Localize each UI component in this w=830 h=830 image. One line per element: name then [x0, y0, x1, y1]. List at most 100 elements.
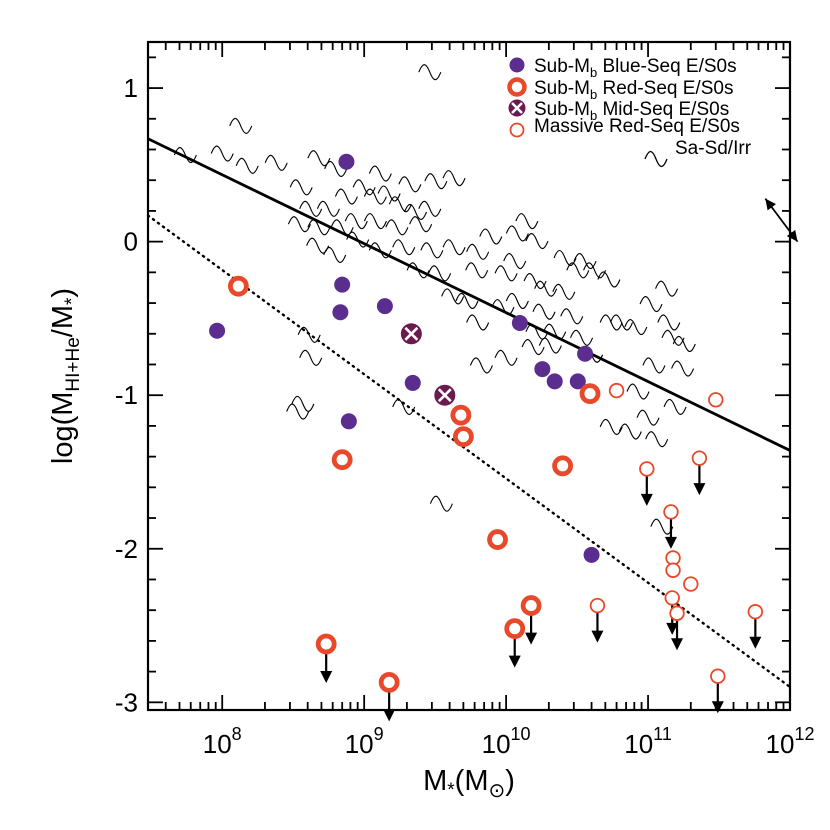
spiral-marker [618, 423, 642, 440]
spiral-marker [429, 495, 453, 512]
spiral-marker [491, 299, 515, 316]
legend-label: Sub-Mb Mid-Seq E/S0s [534, 99, 729, 123]
spiral-marker [287, 216, 311, 233]
spiral-marker [264, 154, 288, 171]
blue-seq-point [209, 322, 226, 339]
x-tick-label: 108 [203, 724, 242, 759]
spiral-marker [465, 262, 489, 279]
spiral-marker [552, 283, 576, 300]
spiral-marker [442, 170, 466, 187]
spiral-marker [286, 403, 310, 420]
spiral-marker [344, 213, 368, 230]
massive-red-seq-point [589, 597, 606, 614]
y-tick-label: 1 [124, 73, 138, 103]
spiral-marker [543, 323, 567, 340]
red-seq-point [504, 618, 526, 640]
red-seq-point [487, 529, 508, 550]
error-arrowhead-start [765, 198, 776, 211]
spiral-marker [534, 280, 558, 297]
x-tick-label: 1010 [482, 724, 531, 759]
legend-cross-icon [511, 102, 523, 114]
y-tick-label: -2 [115, 534, 138, 564]
fit-lines [148, 137, 790, 689]
spiral-marker [334, 188, 358, 205]
spiral-marker [346, 231, 370, 248]
spiral-marker [418, 64, 442, 81]
spiral-marker [636, 409, 660, 426]
spiral-marker [553, 249, 577, 267]
spiral-marker [672, 335, 696, 353]
spiral-marker [626, 383, 650, 400]
y-axis-title: log(MHI+He/M*) [47, 288, 84, 464]
spiral-marker [392, 239, 416, 256]
legend-item-massive-red: Massive Red-Seq E/S0s [509, 116, 740, 138]
spiral-marker [377, 185, 401, 202]
upper-limit-arrowhead [711, 701, 724, 714]
spiral-marker [323, 246, 347, 263]
upper-limit-arrowhead [671, 638, 684, 651]
massive-red-seq-point [708, 392, 724, 408]
legend-label: Massive Red-Seq E/S0s [534, 116, 740, 137]
spiral-marker [570, 329, 594, 346]
spiral-marker [655, 280, 679, 297]
massive-red-seq-point [747, 604, 764, 620]
spiral-marker [385, 219, 409, 236]
spiral-marker [235, 157, 259, 174]
legend-label: Sub-Mb Blue-Seq E/S0s [534, 56, 737, 80]
spiral-marker [406, 262, 430, 279]
spiral-marker [639, 296, 663, 313]
massive-red-seq-point [664, 590, 680, 606]
spiral-marker [466, 243, 490, 260]
red-seq-point [579, 383, 601, 405]
y-tick-label: -1 [115, 380, 138, 410]
spiral-marker [538, 337, 562, 354]
spiral-marker [368, 242, 392, 259]
spiral-marker [609, 314, 634, 331]
massive-red-seq-point [665, 562, 681, 578]
red-seq-point [452, 426, 474, 448]
spiral-marker [392, 398, 416, 415]
red-seq-point [315, 633, 337, 655]
x-tick-label: 1012 [766, 724, 815, 759]
legend-marker-filled-circle [509, 57, 525, 73]
y-tick-label: -3 [115, 687, 138, 717]
massive-red-seq-point [669, 605, 685, 621]
spiral-marker [657, 314, 681, 331]
error-arrow [764, 198, 799, 243]
spiral-marker [297, 326, 321, 343]
spiral-marker [299, 349, 323, 366]
legend-item-spirals: Sa-Sd/Irr [644, 138, 752, 168]
blue-seq-point [340, 413, 357, 430]
spiral-marker [173, 147, 197, 164]
blue-seq-point [338, 153, 355, 170]
legend-label: Sub-Mb Red-Seq E/S0s [534, 78, 733, 102]
massive-red-seq-point [683, 576, 699, 592]
x-tick-label: 109 [345, 724, 384, 759]
spiral-marker [645, 431, 669, 448]
red-seq-point [331, 449, 353, 471]
spiral-marker [324, 160, 348, 177]
spiral-marker [466, 314, 490, 331]
spiral-marker [441, 288, 465, 305]
error-arrowhead-end [786, 229, 798, 242]
legend: Sub-Mb Blue-Seq E/S0s Sub-Mb Red-Seq E/S… [507, 56, 752, 168]
spiral-marker [455, 292, 479, 310]
spiral-marker [352, 179, 376, 196]
plot-frame [146, 40, 792, 712]
spiral-marker [642, 357, 666, 374]
spiral-marker [494, 349, 518, 366]
blue-seq-point [376, 298, 393, 315]
legend-item-mid-seq: Sub-Mb Mid-Seq E/S0s [508, 99, 729, 123]
spiral-marker [521, 339, 545, 356]
blue-seq-point [569, 373, 586, 390]
upper-limit-arrowhead [320, 670, 333, 683]
spiral-marker [403, 203, 428, 220]
upper-limit-arrowhead [664, 536, 677, 549]
legend-label: Sa-Sd/Irr [675, 138, 752, 159]
blue-seq-point [583, 546, 600, 563]
spiral-markers [173, 64, 696, 535]
mid-seq-cross [404, 326, 419, 341]
spiral-marker [418, 200, 442, 217]
legend-item-red-seq: Sub-Mb Red-Seq E/S0s [507, 77, 733, 102]
